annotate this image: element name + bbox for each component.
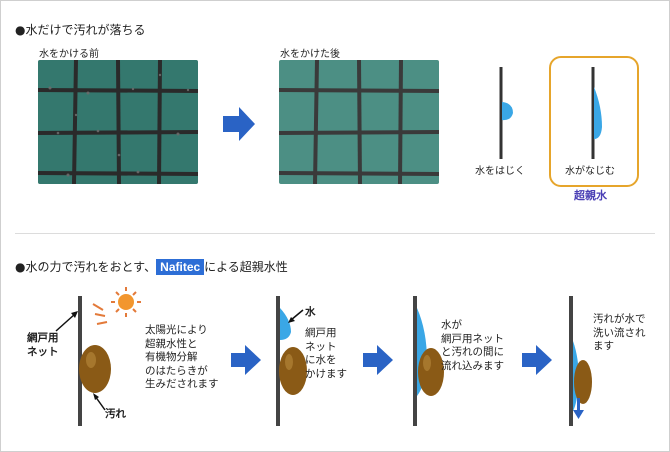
panel1-diagram <box>55 287 141 426</box>
blend-label: 水がなじむ <box>565 166 615 177</box>
mesh-before-photo <box>38 60 198 184</box>
repel-label: 水をはじく <box>475 166 525 177</box>
section-divider <box>15 233 655 234</box>
water-repel-diagram <box>499 67 513 159</box>
after-label: 水をかけた後 <box>280 49 340 60</box>
brand-badge: Nafitec <box>156 259 205 275</box>
water-label: 水 <box>305 306 316 318</box>
arrow-right-icon <box>522 345 552 375</box>
panel4-text: 汚れが水で 洗い流され ます <box>593 313 646 352</box>
super-hydrophilic-label: 超親水 <box>574 189 607 202</box>
highlight-box <box>549 56 639 187</box>
arrow-right-icon <box>363 345 393 375</box>
dirt-label: 汚れ <box>105 408 126 420</box>
panel1-text: 太陽光により 超親水性と 有機物分解 のはたらきが 生みだされます <box>145 324 219 390</box>
panel2-diagram <box>276 296 307 426</box>
mesh-after-photo <box>279 60 439 184</box>
water-blend-diagram <box>591 67 602 159</box>
panel3-diagram <box>413 296 444 426</box>
section1-heading: ●水だけで汚れが落ちる <box>15 23 146 37</box>
panel3-text: 水が 網戸用ネット と汚れの間に 流れ込みます <box>441 319 504 372</box>
net-label: 網戸用 ネット <box>27 332 59 358</box>
panel2-text: 網戸用 ネット に水を かけます <box>305 327 347 380</box>
arrow-right-icon <box>231 345 261 375</box>
section2-heading-prefix: ●水の力で汚れをおとす、 <box>15 260 157 274</box>
section2-heading-suffix: による超親水性 <box>204 260 288 274</box>
before-label: 水をかける前 <box>39 49 99 60</box>
panel4-diagram <box>569 296 592 426</box>
arrow-right-icon <box>223 107 255 141</box>
